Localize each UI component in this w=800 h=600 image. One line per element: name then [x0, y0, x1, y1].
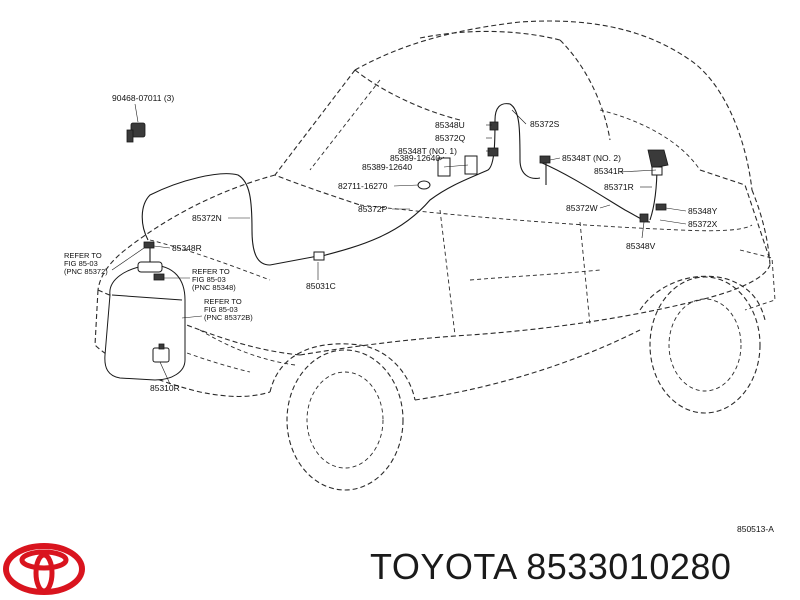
rear-washer-nozzle [647, 149, 669, 176]
label-85348R: 85348R [172, 243, 202, 253]
washer-reservoir [104, 261, 186, 381]
leader-lines [111, 103, 687, 385]
toyota-logo-icon [3, 543, 85, 595]
ref-1-line-3: (PNC 85372) [64, 267, 108, 276]
label-90468-07011: 90468-07011 (3) [112, 93, 174, 103]
ref-1-line-2: FIG 85-03 [64, 259, 98, 268]
connector-85348V [639, 213, 649, 223]
ref-3-line-3: (PNC 85372B) [204, 313, 253, 322]
label-85372Q: 85372Q [435, 133, 466, 143]
connector-85348 [153, 273, 165, 281]
label-85310R: 85310R [150, 383, 180, 393]
ref-2-line-3: (PNC 85348) [192, 283, 236, 292]
connector-85348T-2 [539, 155, 551, 164]
label-85348T-no2: 85348T (NO. 2) [562, 153, 621, 163]
label-82711-16270: 82711-16270 [338, 181, 388, 191]
label-85348Y: 85348Y [688, 206, 718, 216]
label-85372N: 85372N [192, 213, 222, 223]
label-85389-12640-a: 85389-12640 [390, 153, 440, 163]
parts [104, 121, 669, 381]
label-85341R: 85341R [594, 166, 624, 176]
drawing-code: 850513-A [737, 524, 774, 534]
clip-82711 [417, 180, 431, 190]
label-85372W: 85372W [566, 203, 598, 213]
label-85348U: 85348U [435, 120, 465, 130]
connector-85348Y [655, 203, 667, 211]
connector-85348U [489, 121, 499, 131]
label-85372X: 85372X [688, 219, 718, 229]
vehicle-outline [94, 20, 776, 491]
clip-85389-b [464, 155, 478, 175]
label-85372S: 85372S [530, 119, 560, 129]
connector-85348T-1 [487, 147, 499, 157]
part-labels: 90468-07011 (3) 85348U 85372Q 85348T (NO… [112, 93, 718, 393]
label-85371R: 85371R [604, 182, 634, 192]
ref-2-line-1: REFER TO [192, 267, 230, 276]
ref-3-line-2: FIG 85-03 [204, 305, 238, 314]
washer-pump [152, 343, 170, 363]
connector-85348R [143, 241, 155, 249]
label-85348V: 85348V [626, 241, 656, 251]
label-85348T-no1: 85348T (NO. 1) [398, 146, 457, 156]
reference-notes: REFER TO FIG 85-03 (PNC 85372) REFER TO … [64, 251, 253, 322]
ref-1-line-1: REFER TO [64, 251, 102, 260]
label-85372P: 85372P [358, 204, 388, 214]
ref-3-line-1: REFER TO [204, 297, 242, 306]
joint-85031C [313, 251, 325, 261]
clamp-part [126, 122, 146, 143]
label-85031C: 85031C [306, 281, 336, 291]
ref-2-line-2: FIG 85-03 [192, 275, 226, 284]
label-85389-12640-b: 85389-12640 [362, 162, 412, 172]
brand-part-number: TOYOTA 8533010280 [370, 546, 732, 587]
